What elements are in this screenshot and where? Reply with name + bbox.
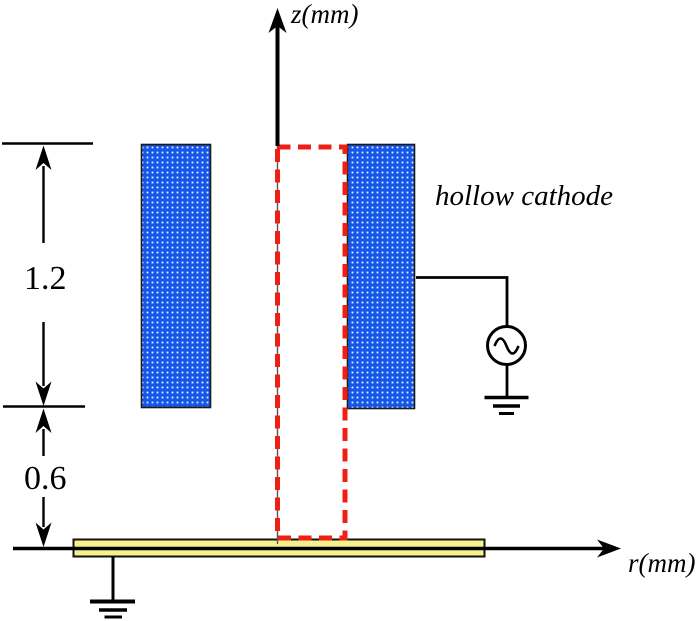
r-axis-arrowhead-icon [597,539,621,558]
r-axis-label: r(mm) [628,548,696,578]
simulation-domain-outline [275,144,348,541]
dimension-value-substrate-gap: 0.6 [24,460,67,497]
ground-icon [90,556,135,619]
z-axis-label: z(mm) [291,0,359,29]
cathode-right-rect [346,143,416,410]
cathode-left-rect [140,143,212,409]
dim-arrow-up-head-icon-2 [35,408,52,433]
hollow-cathode-label: hollow cathode [435,180,614,212]
dim-arrow-down-head-icon-2 [35,522,52,547]
z-axis-arrowhead-icon [268,8,287,33]
dim-arrow-down-head-icon-1 [35,381,52,406]
ac-source-icon [486,325,527,366]
dim-arrow-up-head-icon-1 [35,145,52,170]
ground-icon [484,395,529,415]
dimension-value-cathode-height: 1.2 [24,260,67,297]
cathode-wire [416,276,509,327]
